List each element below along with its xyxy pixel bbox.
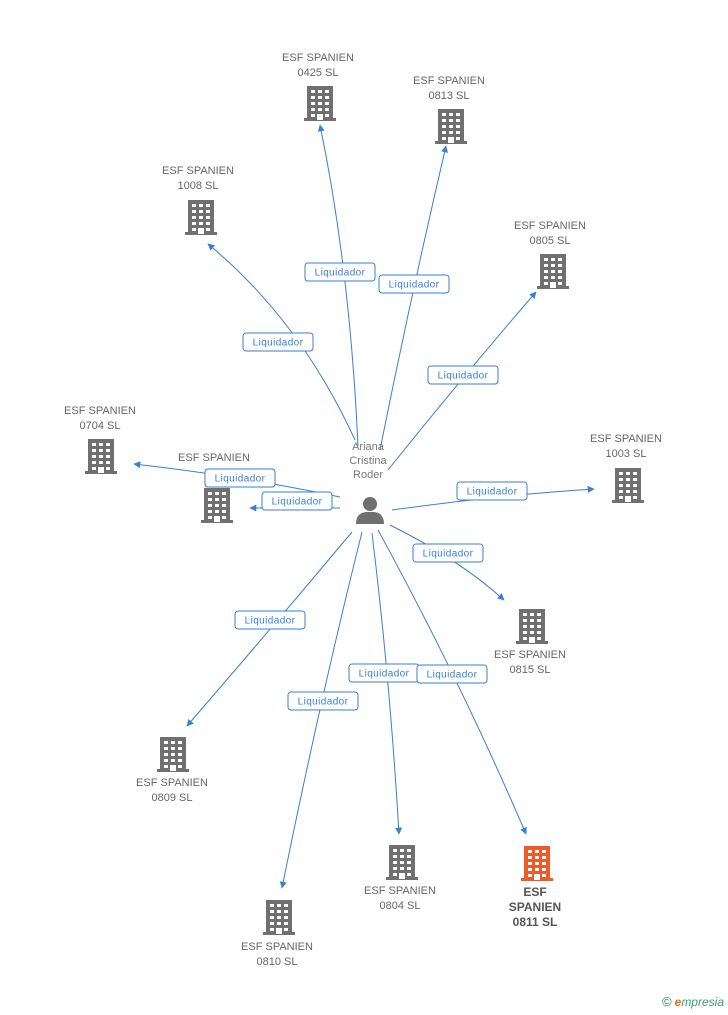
- edge-label-text: Liquidador: [359, 669, 410, 680]
- brand-name: mpresia: [681, 995, 724, 1009]
- edge-0813: [379, 145, 448, 451]
- edge-label-0809[interactable]: Liquidador: [234, 610, 306, 630]
- edge-label-extra[interactable]: Liquidador: [204, 468, 276, 488]
- edge-label-0815[interactable]: Liquidador: [412, 543, 484, 563]
- building-icon: [386, 845, 418, 880]
- edge-label-0804[interactable]: Liquidador: [348, 663, 420, 683]
- edge-label-text: Liquidador: [423, 549, 474, 560]
- edge-label-text: Liquidador: [389, 280, 440, 291]
- edge-label-text: Liquidador: [215, 474, 266, 485]
- building-icon: [201, 488, 233, 523]
- edge-label-0813[interactable]: Liquidador: [378, 274, 450, 294]
- edge-0425: [317, 124, 359, 447]
- edge-label-text: Liquidador: [298, 697, 349, 708]
- building-icon: [85, 439, 117, 474]
- edge-label-0425[interactable]: Liquidador: [304, 262, 376, 282]
- edge-label-text: Liquidador: [272, 497, 323, 508]
- person-icon: [356, 497, 384, 524]
- brand-logo-e: e: [674, 995, 682, 1009]
- edge-label-text: Liquidador: [467, 487, 518, 498]
- edge-0804: [371, 532, 403, 835]
- building-icon: [516, 609, 548, 644]
- building-icon: [263, 900, 295, 935]
- building-icon: [157, 737, 189, 772]
- building-icon: [521, 846, 553, 881]
- edge-label-0810[interactable]: Liquidador: [287, 691, 359, 711]
- footer-brand[interactable]: ©empresia: [662, 994, 724, 1009]
- edge-label-10xx[interactable]: Liquidador: [261, 491, 333, 511]
- edge-label-text: Liquidador: [315, 268, 366, 279]
- building-icon: [435, 109, 467, 144]
- edge-label-text: Liquidador: [245, 616, 296, 627]
- edge-1008: [207, 243, 356, 441]
- building-icon: [537, 254, 569, 289]
- edge-label-text: Liquidador: [427, 670, 478, 681]
- edge-label-1008[interactable]: Liquidador: [242, 332, 314, 352]
- edge-label-0811[interactable]: Liquidador: [416, 664, 488, 684]
- edge-label-text: Liquidador: [253, 338, 304, 349]
- edge-label-text: Liquidador: [438, 371, 489, 382]
- edge-labels-layer: LiquidadorLiquidadorLiquidadorLiquidador…: [204, 262, 528, 711]
- building-icon: [304, 86, 336, 121]
- edge-label-1003[interactable]: Liquidador: [456, 481, 528, 501]
- edge-label-0805[interactable]: Liquidador: [427, 365, 499, 385]
- building-icon: [185, 200, 217, 235]
- copyright-icon: ©: [662, 994, 672, 1009]
- building-icon: [612, 468, 644, 503]
